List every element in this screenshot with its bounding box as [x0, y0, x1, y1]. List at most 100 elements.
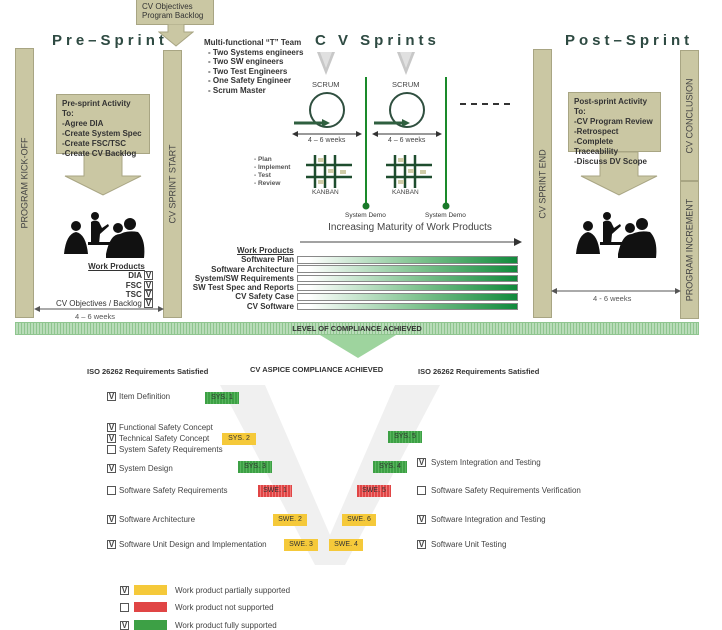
- team-member: - Two Systems engineers: [208, 47, 304, 57]
- wp-label: SW Test Spec and Reports: [192, 283, 294, 293]
- requirement-label: Software Safety Requirements Verificatio…: [431, 486, 581, 495]
- iso-requirement-row: System Safety Requirements: [107, 445, 223, 454]
- checkbox[interactable]: V: [417, 515, 426, 524]
- activity-item: -Discuss DV Scope: [574, 157, 647, 166]
- checkbox[interactable]: V: [107, 540, 116, 549]
- badge-sys2: SYS. 2: [222, 433, 256, 445]
- badge-swe1: SWE. 1: [258, 485, 292, 497]
- activity-item: -Create CV Backlog: [62, 149, 137, 158]
- legend-label: Work product fully supported: [175, 620, 277, 630]
- checkbox[interactable]: V: [107, 434, 116, 443]
- kanban-board-icon: [386, 155, 432, 188]
- requirement-label: Software Integration and Testing: [431, 515, 546, 524]
- badge-swe2: SWE. 2: [273, 514, 307, 526]
- scrum-cycle-icon: [389, 92, 425, 128]
- pre-work-products: Work Products DIA V FSC V TSC V CV Objec…: [56, 262, 153, 309]
- wp-label: System/SW Requirements: [194, 273, 294, 283]
- requirement-label: Functional Safety Concept: [119, 423, 213, 432]
- checkbox: V: [144, 289, 153, 299]
- more-sprints-dashes: [460, 103, 510, 105]
- down-arrow-icon: [64, 154, 142, 196]
- checkbox: V: [120, 620, 129, 630]
- activity-item: -CV Program Review: [574, 117, 653, 126]
- wp-label: CV Software: [246, 301, 294, 311]
- post-duration: 4 - 6 weeks: [593, 294, 632, 303]
- team-title: Multi-functional “T” Team: [204, 38, 302, 47]
- pre-duration: 4 – 6 weeks: [75, 312, 116, 321]
- activity-item: -Create System Spec: [62, 129, 142, 138]
- sprint-duration: 4 – 6 weeks: [308, 137, 346, 144]
- kanban-board-icon: [306, 155, 352, 188]
- requirement-label: Software Architecture: [119, 515, 196, 524]
- activity-item: -Agree DIA: [62, 119, 104, 128]
- legend-swatch: [134, 602, 167, 612]
- badge-sys4: SYS. 4: [373, 461, 407, 473]
- checkbox[interactable]: V: [107, 464, 116, 473]
- scrum-label: SCRUM: [392, 80, 420, 89]
- checkbox[interactable]: [107, 486, 116, 495]
- requirement-label: System Integration and Testing: [431, 458, 541, 467]
- work-products-title: Work Products: [88, 262, 145, 271]
- checkbox: V: [144, 280, 153, 290]
- checkbox: [120, 602, 129, 612]
- maturity-bar: [297, 283, 518, 292]
- right-header: ISO 26262 Requirements Satisfied: [418, 367, 540, 376]
- cv-conclusion-bar: CV CONCLUSION: [680, 50, 699, 181]
- scrum-diagram: [292, 52, 370, 210]
- legend-label: Work product not supported: [175, 602, 274, 612]
- badge-swe5: SWE. 5: [357, 485, 391, 497]
- iso-requirement-row: Software Safety Requirements Verificatio…: [417, 486, 581, 495]
- compliance-band-label: LEVEL OF COMPLIANCE ACHIEVED: [292, 324, 422, 333]
- team-member: - One Safety Engineer: [208, 76, 292, 85]
- conclusion-label: CV CONCLUSION: [684, 77, 695, 154]
- system-demo-label: System Demo: [345, 212, 386, 219]
- checkbox: V: [144, 271, 153, 281]
- iso-requirement-row: V Software Unit Testing: [417, 540, 506, 549]
- checkbox[interactable]: V: [107, 392, 116, 401]
- team-member: - Two SW engineers: [208, 57, 284, 66]
- badge-sys3: SYS. 3: [238, 461, 272, 473]
- checkbox[interactable]: [107, 445, 116, 454]
- legend-item: Work product not supported: [120, 602, 274, 612]
- requirement-label: Software Unit Testing: [431, 540, 507, 549]
- checkbox[interactable]: V: [107, 423, 116, 432]
- checkbox[interactable]: V: [417, 458, 426, 467]
- pre-sprint-title: Pre–Sprint: [52, 32, 168, 49]
- checkbox[interactable]: V: [417, 540, 426, 549]
- maturity-label: Increasing Maturity of Work Products: [328, 222, 492, 233]
- wp-label: Software Plan: [241, 255, 294, 265]
- wp-label: FSC: [125, 280, 142, 290]
- checkbox: V: [120, 585, 129, 595]
- step: - Review: [254, 180, 281, 187]
- team-member: - Scrum Master: [208, 85, 266, 95]
- kanban-label: KANBAN: [312, 189, 339, 196]
- checkbox[interactable]: V: [107, 515, 116, 524]
- program-kickoff-bar: PROGRAM KICK-OFF: [15, 48, 34, 318]
- badge-sys5: SYS. 5: [388, 431, 422, 443]
- scrum-label: SCRUM: [312, 80, 340, 89]
- checkbox[interactable]: [417, 486, 426, 495]
- down-arrow-icon: [320, 335, 396, 358]
- badge-sys1: SYS. 1: [205, 392, 239, 404]
- pre-sprint-activity-box: Pre-sprint Activity To: -Agree DIA -Crea…: [56, 94, 150, 158]
- duration-arrow: [34, 306, 164, 312]
- kickoff-label: PROGRAM KICK-OFF: [19, 137, 30, 229]
- left-header: ISO 26262 Requirements Satisfied: [87, 367, 209, 376]
- center-header: CV ASPICE COMPLIANCE ACHIEVED: [250, 365, 384, 374]
- sprint-end-label: CV SPRINT END: [537, 148, 548, 219]
- legend-swatch: [134, 585, 167, 595]
- requirement-label: System Safety Requirements: [119, 445, 223, 454]
- team-list: Multi-functional “T” Team - Two Systems …: [204, 38, 303, 95]
- down-arrow-icon: [580, 152, 658, 196]
- badge-swe4: SWE. 4: [329, 539, 363, 551]
- requirement-label: Technical Safety Concept: [119, 434, 210, 443]
- cv-objectives-box: CV Objectives Program Backlog: [136, 0, 214, 25]
- system-demo-label: System Demo: [425, 212, 466, 219]
- cv-sprints-title: C V Sprints: [315, 32, 440, 49]
- maturity-bar: [297, 265, 518, 273]
- requirement-label: Item Definition: [119, 392, 171, 401]
